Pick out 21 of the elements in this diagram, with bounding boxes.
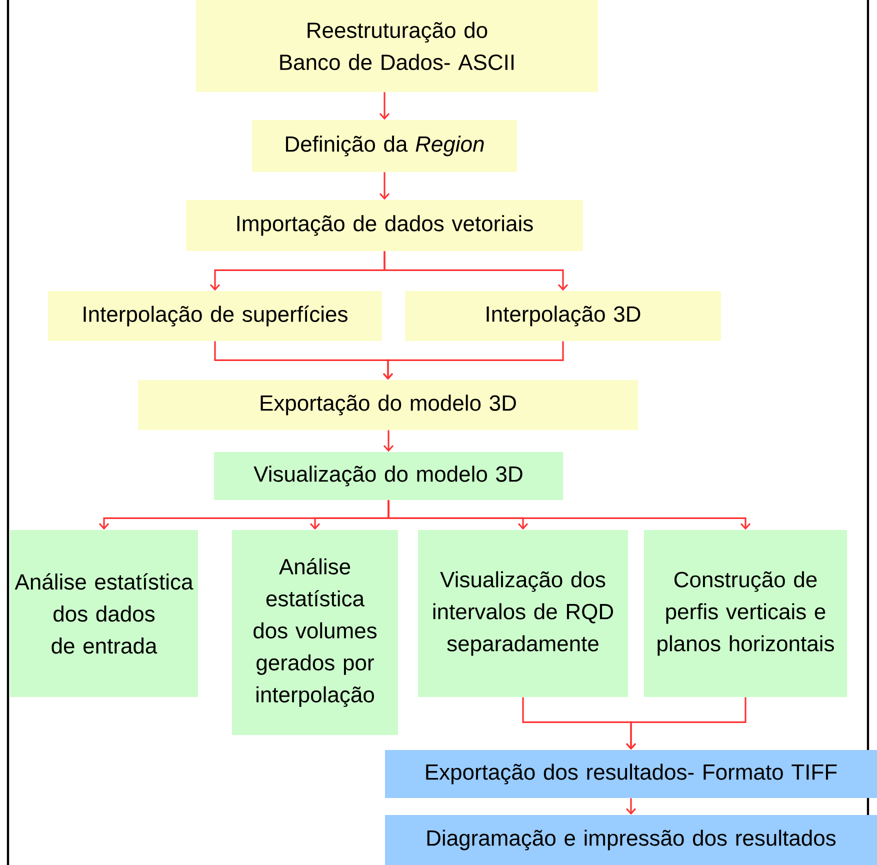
arrow — [388, 500, 751, 530]
process-box: Reestruturação do Banco de Dados- ASCII — [196, 0, 598, 92]
process-box: Exportação do modelo 3D — [138, 380, 638, 430]
process-box: Construção de perfis verticais e planos horizontais — [644, 530, 848, 697]
arrow — [384, 251, 568, 291]
process-box: Interpolação de superfícies — [48, 291, 382, 341]
arrow — [383, 430, 394, 452]
arrow — [626, 798, 636, 815]
process-box: Interpolação 3D — [405, 291, 721, 341]
arrow — [626, 697, 746, 750]
process-box: Visualização do modelo 3D — [214, 452, 563, 500]
process-box: Análise estatística dos volumes gerados por interpolação — [232, 530, 398, 735]
process-box: Importação de dados vetoriais — [186, 200, 583, 251]
arrow — [379, 92, 390, 120]
process-box: Exportação dos resultados- Formato TIFF — [385, 750, 877, 798]
process-box: Definição da Region — [252, 120, 517, 172]
arrow — [379, 172, 390, 200]
process-box: Análise estatística dos dados de entrada — [10, 530, 198, 697]
process-box: Diagramação e impressão dos resultados — [385, 815, 877, 865]
arrow — [382, 341, 564, 380]
process-box: Visualização dos intervalos de RQD separadamente — [418, 530, 628, 697]
